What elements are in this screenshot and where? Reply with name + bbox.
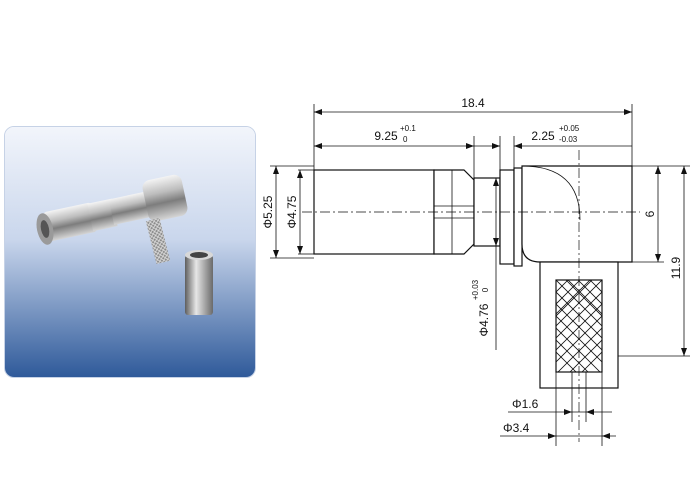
dimension-inner-diameter: Φ4.75	[285, 169, 314, 255]
dimension-pin-diameter: Φ1.6	[508, 388, 612, 422]
total-height-label: 11.9	[669, 256, 683, 279]
pin-diameter-label: Φ1.6	[512, 397, 539, 411]
dimension-body-height: 6	[632, 165, 664, 263]
body-height-label: 6	[643, 210, 657, 217]
dimension-step-length: 2.25 +0.05 -0.03	[474, 124, 632, 170]
right-angle-connector-image	[36, 174, 213, 315]
ferrule-diameter-tol-lower: 0	[481, 287, 490, 292]
step-length-label: 2.25	[531, 129, 555, 143]
ferrule-diameter-label: Φ4.76	[477, 303, 491, 336]
dimension-crimp-diameter: Φ3.4	[500, 372, 616, 446]
step-length-tol-lower: -0.03	[559, 135, 578, 144]
front-length-tol-upper: +0.1	[400, 124, 416, 133]
dimension-total-height: 11.9	[618, 165, 690, 357]
front-length-tol-lower: 0	[403, 135, 408, 144]
dimension-outer-diameter: Φ5.25	[261, 165, 314, 259]
step-flange	[499, 169, 515, 265]
connector-photo	[5, 127, 255, 377]
overall-length-label: 18.4	[461, 96, 485, 110]
photo-background	[5, 127, 255, 377]
front-length-label: 9.25	[374, 129, 398, 143]
product-photo-panel	[4, 126, 256, 378]
step-length-tol-upper: +0.05	[559, 124, 580, 133]
ferrule-diameter-tol-upper: +0.03	[471, 279, 480, 300]
dimension-front-length: 9.25 +0.1 0	[314, 124, 475, 178]
inner-diameter-label: Φ4.75	[285, 195, 299, 228]
crimp-ferrule-image	[185, 255, 213, 315]
right-angle-housing	[521, 165, 633, 263]
dimension-ferrule-diameter: Φ4.76 +0.03 0	[471, 178, 499, 350]
outer-diameter-label: Φ5.25	[261, 195, 275, 228]
dimension-overall-length: 18.4	[313, 96, 633, 170]
crimp-diameter-label: Φ3.4	[503, 421, 530, 435]
